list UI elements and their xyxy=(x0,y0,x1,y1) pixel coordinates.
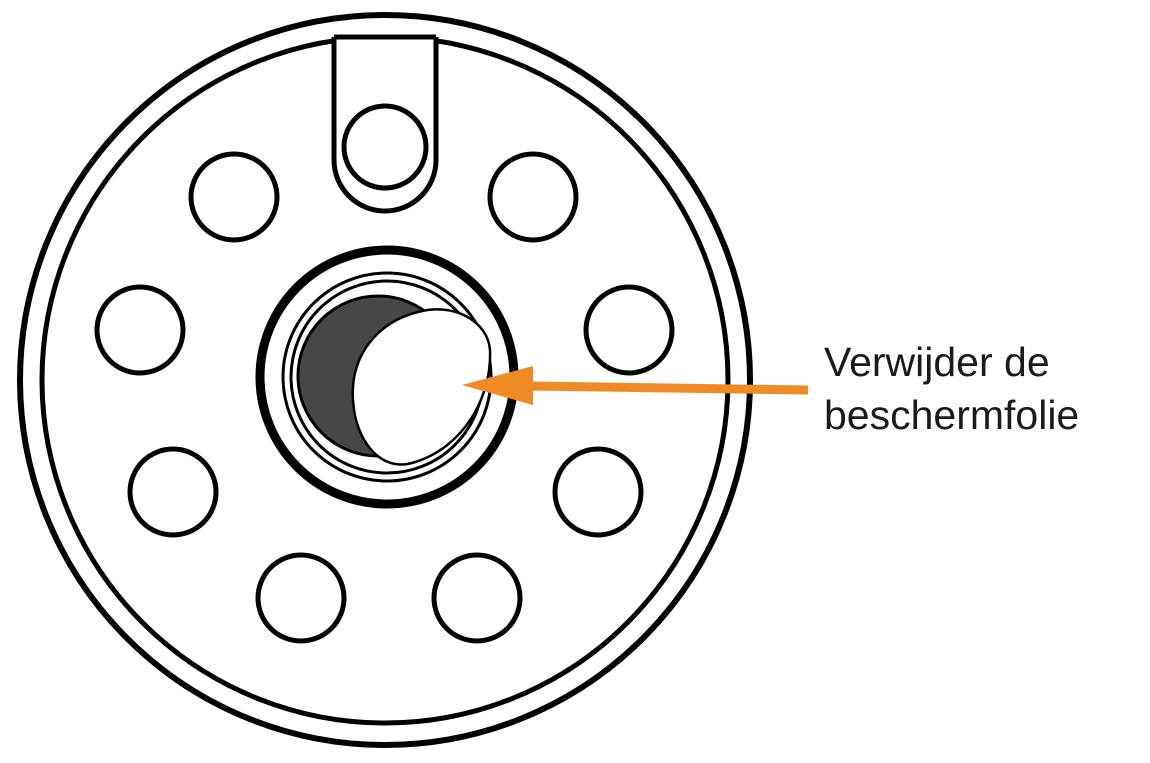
outlet-hole xyxy=(487,151,579,243)
outlet-hole xyxy=(94,284,186,376)
outer-rim xyxy=(17,12,753,748)
callout-line-1: Verwijder de xyxy=(824,339,1050,385)
outlet-hole xyxy=(583,284,675,376)
outlet-hole xyxy=(552,446,644,538)
outlet-hole xyxy=(127,446,219,538)
outlet-hole xyxy=(255,552,347,644)
callout-line-2: beschermfolie xyxy=(824,392,1080,438)
protective-film xyxy=(351,308,492,466)
center-port xyxy=(255,245,519,509)
top-slot xyxy=(331,37,439,214)
outlet-holes xyxy=(94,151,675,644)
arrow-shaft xyxy=(527,381,809,395)
outlet-hole xyxy=(188,151,280,243)
pointer-arrow xyxy=(462,366,809,405)
center-port-inner-ring xyxy=(281,271,493,483)
arrow-head xyxy=(462,366,533,405)
callout-label: Verwijder de beschermfolie xyxy=(824,336,1079,442)
outlet-hole xyxy=(431,552,523,644)
slot-hole xyxy=(341,103,429,191)
